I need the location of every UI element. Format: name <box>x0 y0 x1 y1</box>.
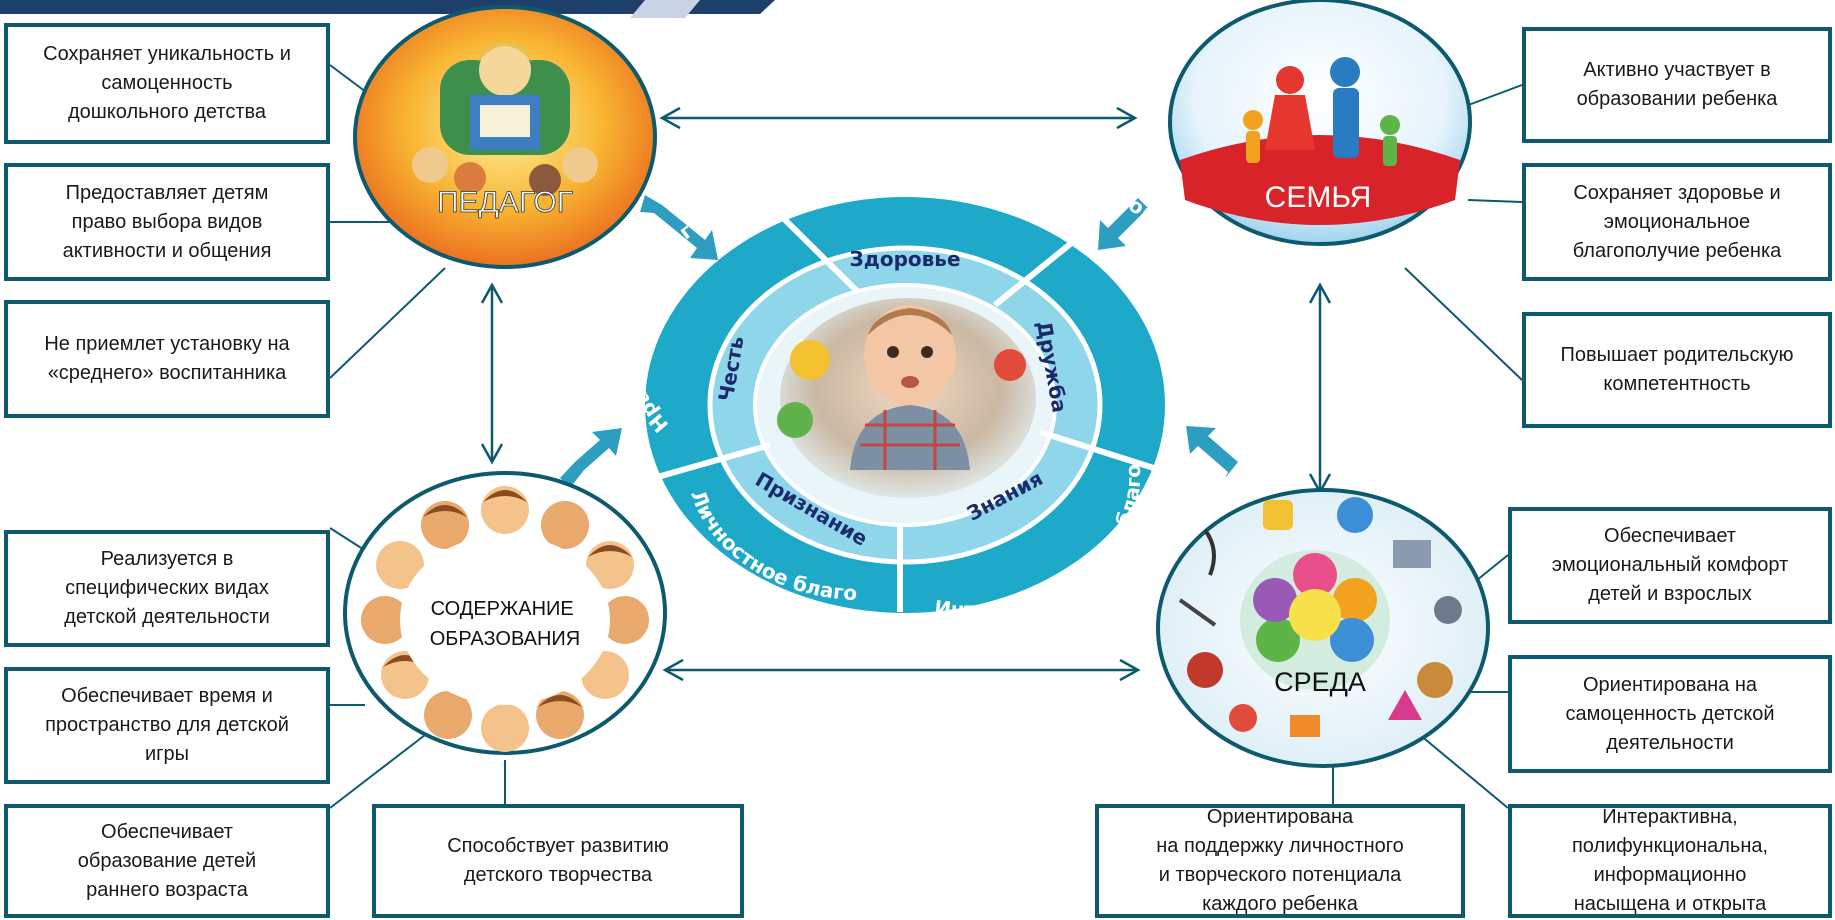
content-node: СОДЕРЖАНИЕ ОБРАЗОВАНИЯ <box>343 471 667 755</box>
teacher-illustration <box>412 42 598 196</box>
inner-label-health: Здоровье <box>849 247 960 271</box>
environment-box-potential: Ориентирована на поддержку личностного и… <box>1095 804 1465 918</box>
header-accent <box>630 0 700 18</box>
toys-ring <box>1178 497 1462 737</box>
teacher-node: ПЕДАГОГ <box>353 5 657 269</box>
content-box-play: Обеспечивает время и пространство для де… <box>4 667 330 784</box>
wheel-dividers <box>639 197 1161 612</box>
teacher-box-uniqueness: Сохраняет уникальность и самоценность до… <box>4 23 330 144</box>
wheel-arrows <box>560 195 1238 488</box>
family-box-participates: Активно участвует в образовании ребенка <box>1522 27 1832 143</box>
content-label-line1: СОДЕРЖАНИЕ <box>431 598 574 620</box>
teacher-label: ПЕДАГОГ <box>437 186 573 219</box>
child-photo <box>777 298 1036 498</box>
teacher-box-choice: Предоставляет детям право выбора видов а… <box>4 163 330 281</box>
family-illustration <box>1243 57 1400 166</box>
family-node: СЕМЬЯ <box>1168 0 1472 246</box>
family-label: СЕМЬЯ <box>1265 181 1372 214</box>
environment-box-self-value: Ориентирована на самоценность детской де… <box>1508 655 1832 773</box>
environment-label: СРЕДА <box>1274 667 1366 697</box>
environment-box-comfort: Обеспечивает эмоциональный комфорт детей… <box>1508 507 1832 624</box>
family-box-competence: Повышает родительскую компетентность <box>1522 312 1832 428</box>
content-box-creativity: Способствует развитию детского творчеств… <box>372 804 744 918</box>
flower-icon <box>1253 553 1377 662</box>
content-label: СОДЕРЖАНИЕ ОБРАЗОВАНИЯ <box>430 598 581 650</box>
teacher-box-average: Не приемлет установку на «среднего» восп… <box>4 300 330 418</box>
content-box-activities: Реализуется в специфических видах детско… <box>4 530 330 647</box>
environment-node: СРЕДА <box>1156 488 1490 768</box>
environment-box-interactive: Интерактивна, полифункциональна, информа… <box>1508 804 1832 918</box>
outer-label-health-good: Здоровое благо <box>832 127 1027 172</box>
family-box-health: Сохраняет здоровье и эмоциональное благо… <box>1522 163 1832 281</box>
header-band <box>0 0 775 14</box>
values-wheel: Здоровое благо Нравственное благо Социал… <box>614 127 1219 621</box>
content-box-early-age: Обеспечивает образование детей раннего в… <box>4 804 330 918</box>
children-ring <box>361 486 649 752</box>
content-label-line2: ОБРАЗОВАНИЯ <box>430 628 581 650</box>
